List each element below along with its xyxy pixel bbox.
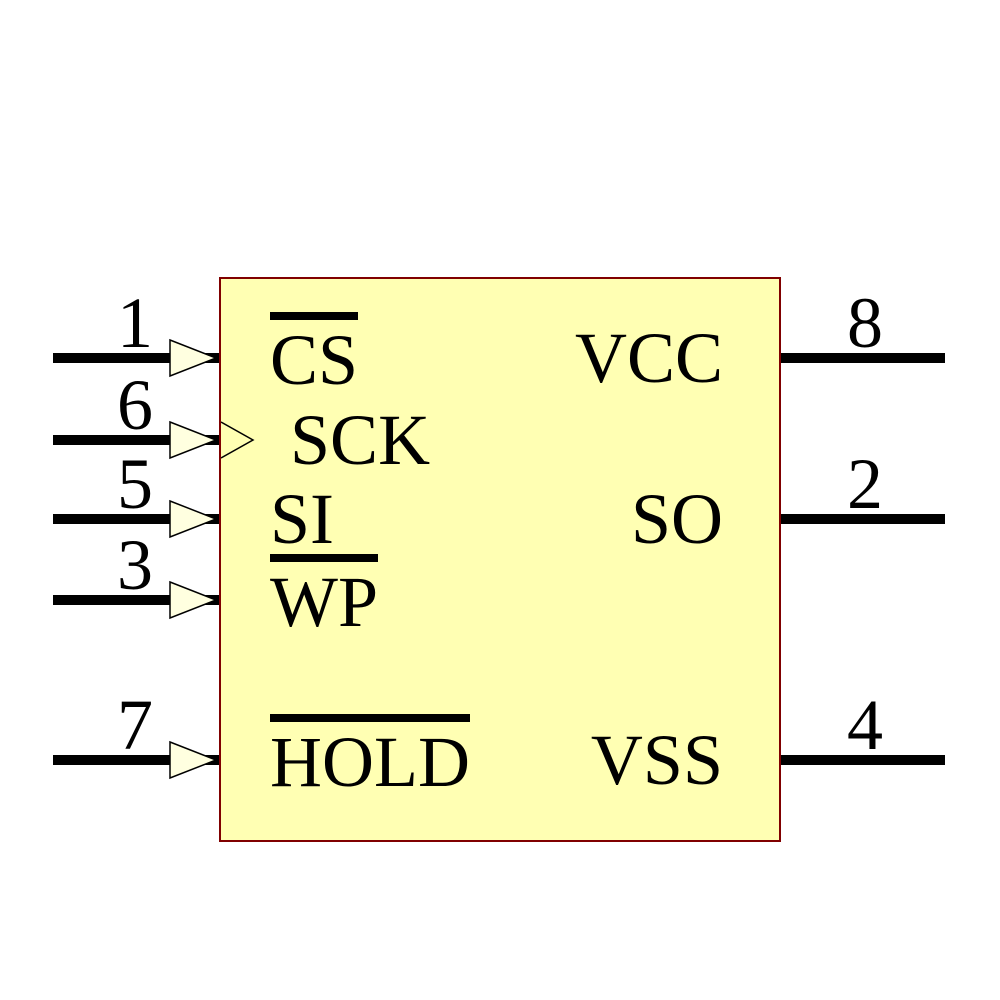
pin-si-label: SI xyxy=(270,479,335,559)
clock-input-icon xyxy=(221,421,255,459)
pin-so-number: 2 xyxy=(847,444,883,524)
pin-wp-number: 3 xyxy=(117,525,153,605)
pin-vcc-label: VCC xyxy=(574,318,723,398)
pin-hold-label: HOLD xyxy=(270,714,470,798)
pin-hold-number: 7 xyxy=(117,685,153,765)
pin-hold-line xyxy=(53,755,219,765)
pin-vss-number: 4 xyxy=(847,685,883,765)
pin-sck-label: SCK xyxy=(290,400,431,480)
pin-cs-label: CS xyxy=(270,312,359,396)
pin-wp-line xyxy=(53,595,219,605)
pin-so-line xyxy=(781,514,945,524)
pin-vcc-number: 8 xyxy=(847,283,883,363)
pin-si-line xyxy=(53,514,219,524)
pin-vcc-line xyxy=(781,353,945,363)
input-arrow-icon xyxy=(169,338,219,378)
input-arrow-icon xyxy=(169,499,219,539)
input-arrow-icon xyxy=(169,580,219,620)
pin-sck-number: 6 xyxy=(117,365,153,445)
pin-wp-label: WP xyxy=(270,554,378,638)
pin-vss-label: VSS xyxy=(590,720,723,800)
pin-si-number: 5 xyxy=(117,444,153,524)
pin-sck-line xyxy=(53,435,219,445)
pin-cs-number: 1 xyxy=(117,283,153,363)
pin-so-label: SO xyxy=(630,479,723,559)
input-arrow-icon xyxy=(169,420,219,460)
pin-cs-line xyxy=(53,353,219,363)
pin-vss-line xyxy=(781,755,945,765)
input-arrow-icon xyxy=(169,740,219,780)
